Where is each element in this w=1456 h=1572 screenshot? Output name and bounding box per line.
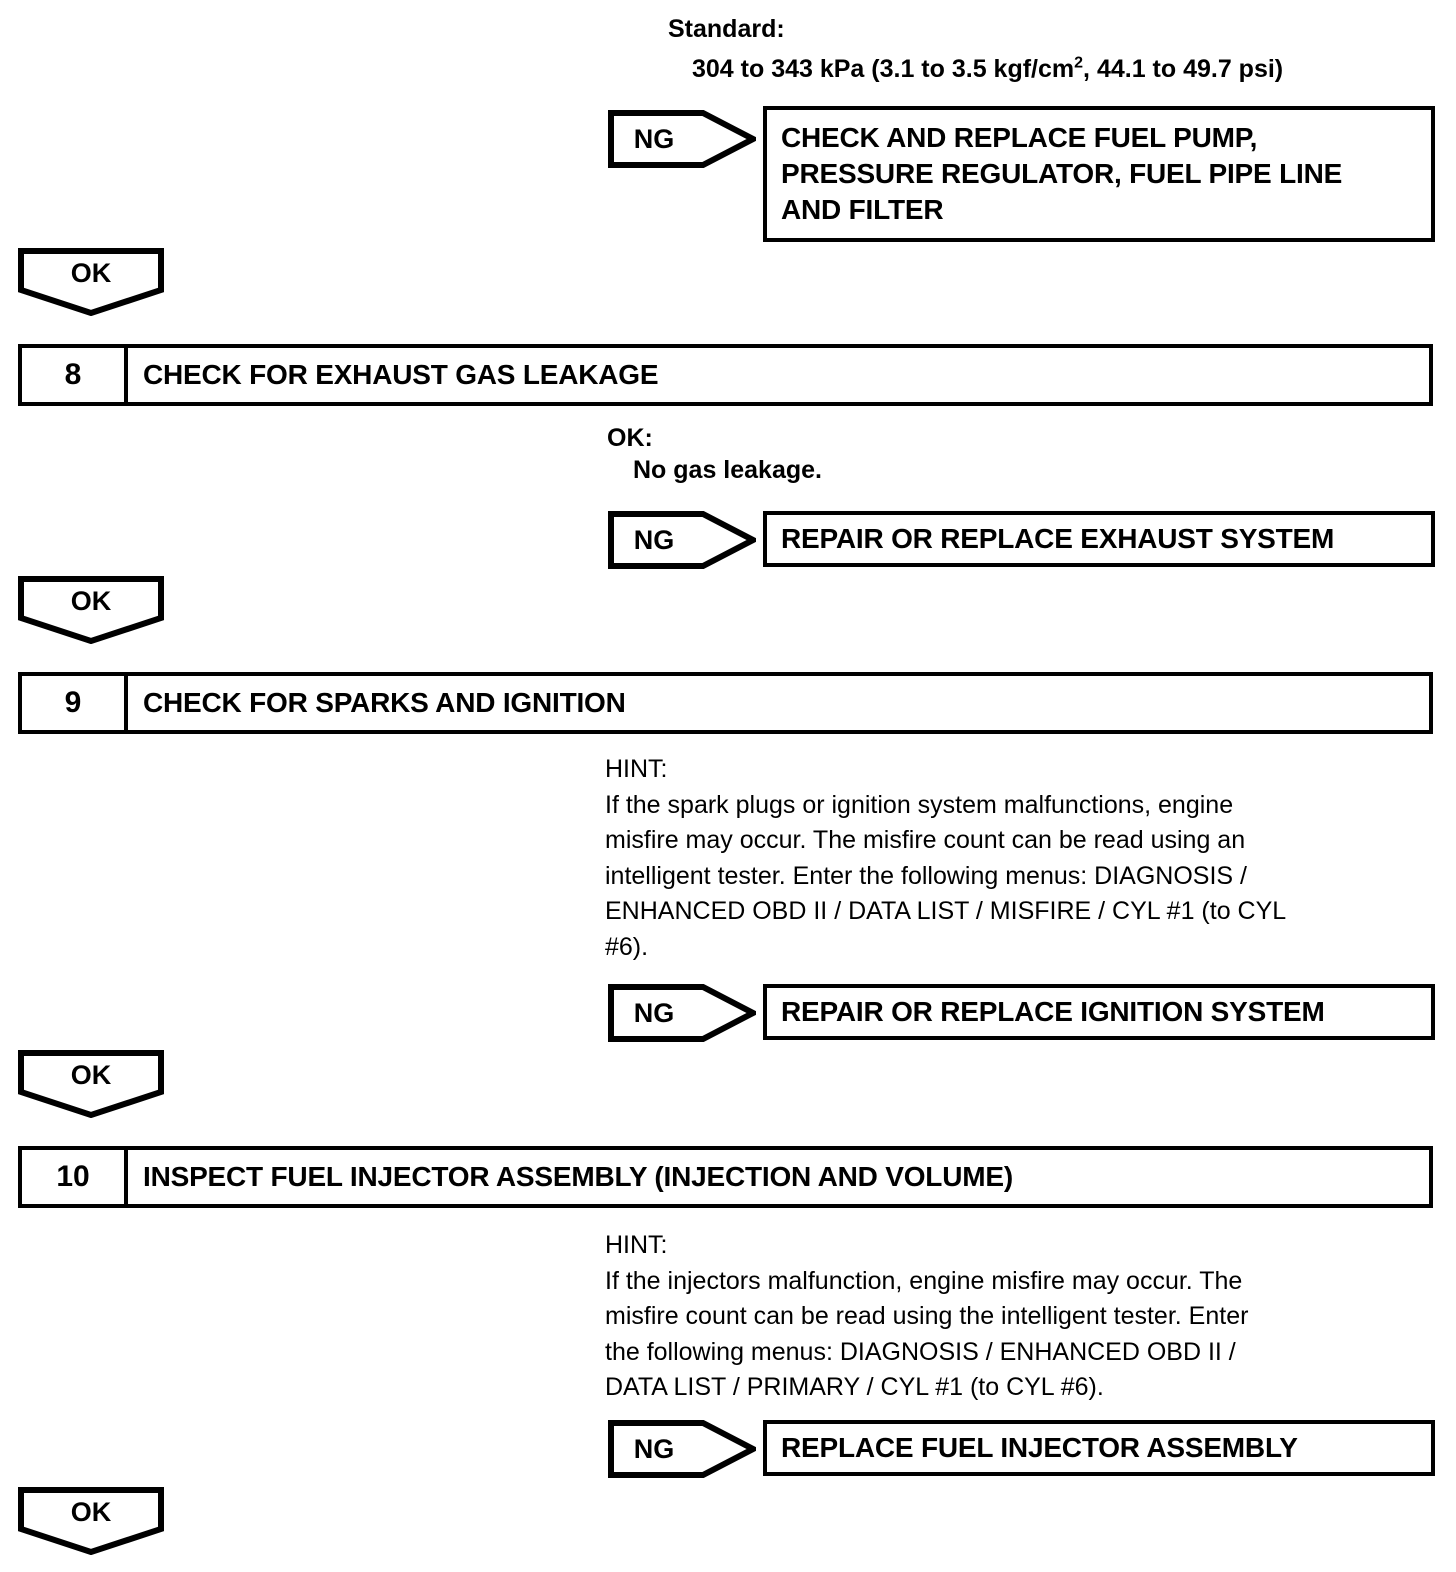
result-line: CHECK AND REPLACE FUEL PUMP,: [781, 122, 1258, 153]
hint-block-step-9: HINT: If the spark plugs or ignition sys…: [605, 752, 1286, 965]
result-box-exhaust: REPAIR OR REPLACE EXHAUST SYSTEM: [763, 511, 1435, 567]
standard-label: Standard:: [668, 15, 785, 43]
ng-label: NG: [633, 524, 675, 555]
ok-connector-to-step-9: OK: [18, 576, 164, 644]
ng-arrow-ignition: NG: [608, 984, 756, 1042]
ok-arrow-shape-icon: [18, 1487, 164, 1555]
standard-value: 304 to 343 kPa (3.1 to 3.5 kgf/cm2, 44.1…: [692, 54, 1283, 84]
ng-label: NG: [633, 997, 675, 1028]
hint-label: HINT:: [605, 1231, 668, 1259]
hint-label: HINT:: [605, 755, 668, 783]
step-row-8: 8 CHECK FOR EXHAUST GAS LEAKAGE: [18, 344, 1433, 406]
ok-arrow-shape-icon: [18, 576, 164, 644]
ng-arrow-shape-icon: [608, 1420, 756, 1478]
ok-arrow-shape-icon: [18, 1050, 164, 1118]
hint-line: If the spark plugs or ignition system ma…: [605, 790, 1234, 819]
step-row-9: 9 CHECK FOR SPARKS AND IGNITION: [18, 672, 1433, 734]
result-line: PRESSURE REGULATOR, FUEL PIPE LINE: [781, 158, 1343, 189]
hint-line: intelligent tester. Enter the following …: [605, 861, 1247, 890]
criteria-label: OK:: [607, 424, 653, 452]
result-line: REPLACE FUEL INJECTOR ASSEMBLY: [781, 1432, 1298, 1463]
ok-connector-to-step-10: OK: [18, 1050, 164, 1118]
standard-value-superscript: 2: [1074, 54, 1084, 72]
ng-arrow-injector: NG: [608, 1420, 756, 1478]
hint-line: misfire may occur. The misfire count can…: [605, 826, 1246, 854]
hint-line: misfire count can be read using the inte…: [605, 1302, 1249, 1330]
result-box-injector: REPLACE FUEL INJECTOR ASSEMBLY: [763, 1420, 1435, 1476]
ok-connector-to-step-8: OK: [18, 248, 164, 316]
ng-arrow-shape-icon: [608, 110, 756, 168]
step-number-8: 8: [22, 348, 128, 402]
ng-label: NG: [633, 123, 675, 154]
standard-value-prefix: 304 to 343 kPa (3.1 to 3.5 kgf/cm: [692, 55, 1075, 83]
result-line: REPAIR OR REPLACE EXHAUST SYSTEM: [781, 523, 1335, 554]
hint-line: DATA LIST / PRIMARY / CYL #1 (to CYL #6)…: [605, 1373, 1104, 1401]
ok-label: OK: [70, 585, 112, 616]
ok-label: OK: [70, 1496, 112, 1527]
step-title-10: INSPECT FUEL INJECTOR ASSEMBLY (INJECTIO…: [143, 1161, 1013, 1192]
ng-arrow-shape-icon: [608, 984, 756, 1042]
ng-arrow-exhaust: NG: [608, 511, 756, 569]
criteria-block-step-8: OK: No gas leakage.: [607, 422, 822, 486]
hint-line: ENHANCED OBD II / DATA LIST / MISFIRE / …: [605, 897, 1287, 925]
step-row-10: 10 INSPECT FUEL INJECTOR ASSEMBLY (INJEC…: [18, 1146, 1433, 1208]
standard-value-suffix: , 44.1 to 49.7 psi): [1083, 55, 1284, 83]
ng-arrow-shape-icon: [608, 511, 756, 569]
step-number-9: 9: [22, 676, 128, 730]
ok-label: OK: [70, 257, 112, 288]
ok-arrow-shape-icon: [18, 248, 164, 316]
hint-block-step-10: HINT: If the injectors malfunction, engi…: [605, 1228, 1248, 1406]
ok-connector-final: OK: [18, 1487, 164, 1555]
hint-line: the following menus: DIAGNOSIS / ENHANCE…: [605, 1337, 1236, 1366]
result-line: AND FILTER: [781, 194, 944, 225]
step-title-8: CHECK FOR EXHAUST GAS LEAKAGE: [143, 359, 659, 390]
result-box-fuel-pump: CHECK AND REPLACE FUEL PUMP, PRESSURE RE…: [763, 106, 1435, 242]
step-number-10: 10: [22, 1150, 128, 1204]
ng-label: NG: [633, 1433, 675, 1464]
result-box-ignition: REPAIR OR REPLACE IGNITION SYSTEM: [763, 984, 1435, 1040]
ng-arrow-fuel-pump: NG: [608, 110, 756, 168]
hint-line: If the injectors malfunction, engine mis…: [605, 1266, 1243, 1295]
ok-label: OK: [70, 1059, 112, 1090]
step-title-9: CHECK FOR SPARKS AND IGNITION: [143, 687, 626, 718]
result-line: REPAIR OR REPLACE IGNITION SYSTEM: [781, 996, 1325, 1027]
criteria-value: No gas leakage.: [633, 456, 822, 484]
hint-line: #6).: [605, 932, 649, 961]
